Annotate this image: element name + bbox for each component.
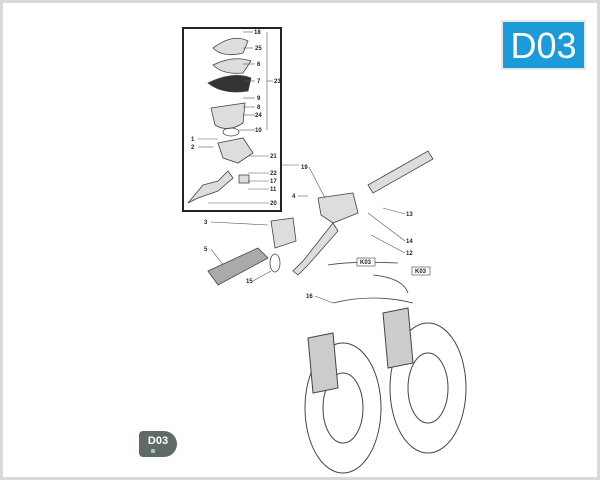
callout-3: 3 — [204, 220, 208, 226]
callout-k03: K03 — [360, 260, 372, 266]
callout-9: 9 — [257, 96, 261, 102]
callout-7: 7 — [257, 79, 261, 85]
dot-icon — [151, 449, 155, 453]
main-callouts: 19 4 3 5 15 13 14 12 K03 K03 16 — [204, 165, 431, 300]
callout-2: 2 — [191, 145, 195, 151]
brake-discs — [304, 307, 467, 474]
callout-17: 17 — [270, 179, 277, 185]
callout-15: 15 — [246, 279, 253, 285]
section-tab-label: D03 — [147, 435, 169, 447]
section-tab-badge[interactable]: D03 — [139, 431, 177, 457]
leader-lines — [198, 31, 406, 304]
exploded-parts-diagram: 18 25 6 7 23 9 8 24 10 1 2 21 22 17 11 2… — [182, 27, 467, 474]
callout-13: 13 — [406, 212, 413, 218]
callout-5: 5 — [204, 247, 208, 253]
callout-6: 6 — [257, 62, 261, 68]
k03-box — [356, 257, 376, 267]
callout-10: 10 — [255, 128, 262, 134]
callout-18: 18 — [254, 30, 261, 36]
section-code-badge: D03 — [501, 20, 586, 70]
inset-callouts: 18 25 6 7 23 9 8 24 10 1 2 21 22 17 11 2… — [191, 30, 281, 207]
handlebar-assembly — [207, 150, 434, 304]
callout-22: 22 — [270, 171, 277, 177]
callout-k03: K03 — [415, 269, 427, 275]
callout-24: 24 — [255, 113, 262, 119]
k03-box — [411, 266, 431, 276]
callout-25: 25 — [255, 46, 262, 52]
callout-4: 4 — [292, 194, 296, 200]
callout-16: 16 — [306, 294, 313, 300]
callout-19: 19 — [301, 165, 308, 171]
callout-12: 12 — [406, 251, 413, 257]
callout-20: 20 — [270, 201, 277, 207]
inset-box — [182, 27, 282, 212]
callout-23: 23 — [274, 79, 281, 85]
callout-1: 1 — [191, 137, 195, 143]
callout-14: 14 — [406, 239, 413, 245]
callout-11: 11 — [270, 187, 277, 193]
callout-21: 21 — [270, 154, 277, 160]
master-cylinder-inset-parts — [187, 37, 254, 204]
callout-8: 8 — [257, 105, 261, 111]
